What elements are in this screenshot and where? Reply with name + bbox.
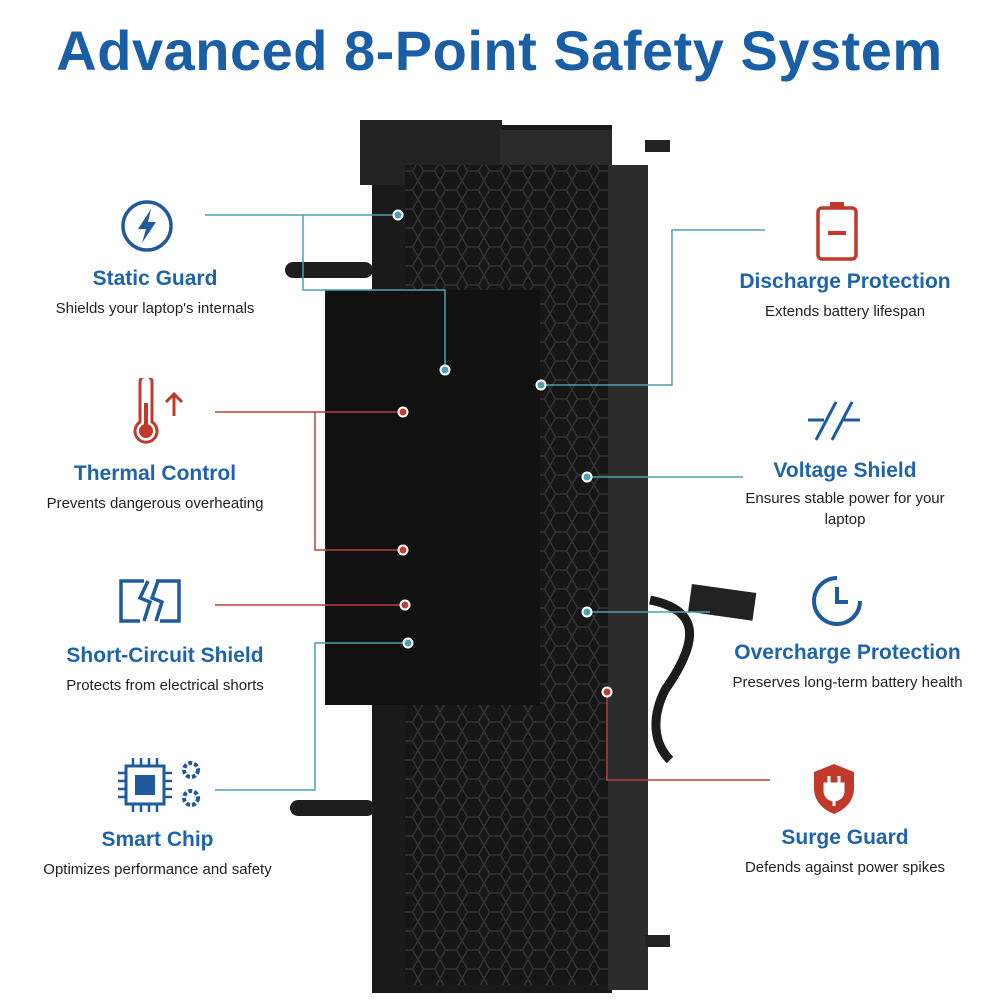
feature-title: Voltage Shield [773, 459, 917, 482]
connector-discharge [541, 229, 765, 386]
feature-overcharge-protection: Overcharge Protection Preserves long-ter… [705, 641, 990, 693]
feature-surge-guard: Surge Guard Defends against power spikes [720, 826, 970, 878]
shield-plug-icon [814, 764, 854, 814]
connector-surge [606, 692, 770, 781]
feature-title: Discharge Protection [739, 270, 951, 293]
feature-description: Shields your laptop's internals [55, 300, 255, 317]
connector-smart-chip [215, 642, 408, 791]
feature-discharge-protection: Discharge Protection Extends battery lif… [710, 270, 980, 322]
feature-smart-chip: Smart Chip Optimizes performance and saf… [20, 828, 295, 880]
thermometer-icon [133, 378, 184, 444]
feature-description: Extends battery lifespan [764, 303, 926, 320]
chip-gears-icon [118, 758, 200, 812]
feature-description: Ensures stable power for your laptop [745, 490, 945, 528]
page-title: Advanced 8-Point Safety System [56, 19, 943, 82]
feature-title: Static Guard [92, 267, 218, 290]
feature-title: Short-Circuit Shield [66, 644, 264, 667]
feature-description: Defends against power spikes [744, 859, 946, 876]
feature-thermal-control: Thermal Control Prevents dangerous overh… [20, 462, 290, 514]
battery-body [285, 120, 757, 993]
feature-description: Prevents dangerous overheating [46, 495, 264, 512]
feature-static-guard: Static Guard Shields your laptop's inter… [20, 267, 290, 319]
feature-short-circuit-shield: Short-Circuit Shield Protects from elect… [20, 644, 310, 696]
lightning-icon [121, 200, 173, 252]
feature-title: Overcharge Protection [734, 641, 961, 664]
feature-voltage-shield: Voltage Shield Ensures stable power for … [740, 459, 950, 530]
feature-description: Preserves long-term battery health [732, 674, 963, 691]
feature-title: Thermal Control [73, 462, 237, 485]
broken-circuit-icon [119, 579, 181, 623]
clock-icon [812, 576, 862, 626]
feature-description: Protects from electrical shorts [66, 677, 264, 694]
battery-minus-icon [816, 202, 858, 261]
feature-description: Optimizes performance and safety [43, 861, 272, 878]
feature-title: Surge Guard [781, 826, 909, 849]
voltage-icon [808, 401, 860, 441]
feature-title: Smart Chip [101, 828, 214, 851]
